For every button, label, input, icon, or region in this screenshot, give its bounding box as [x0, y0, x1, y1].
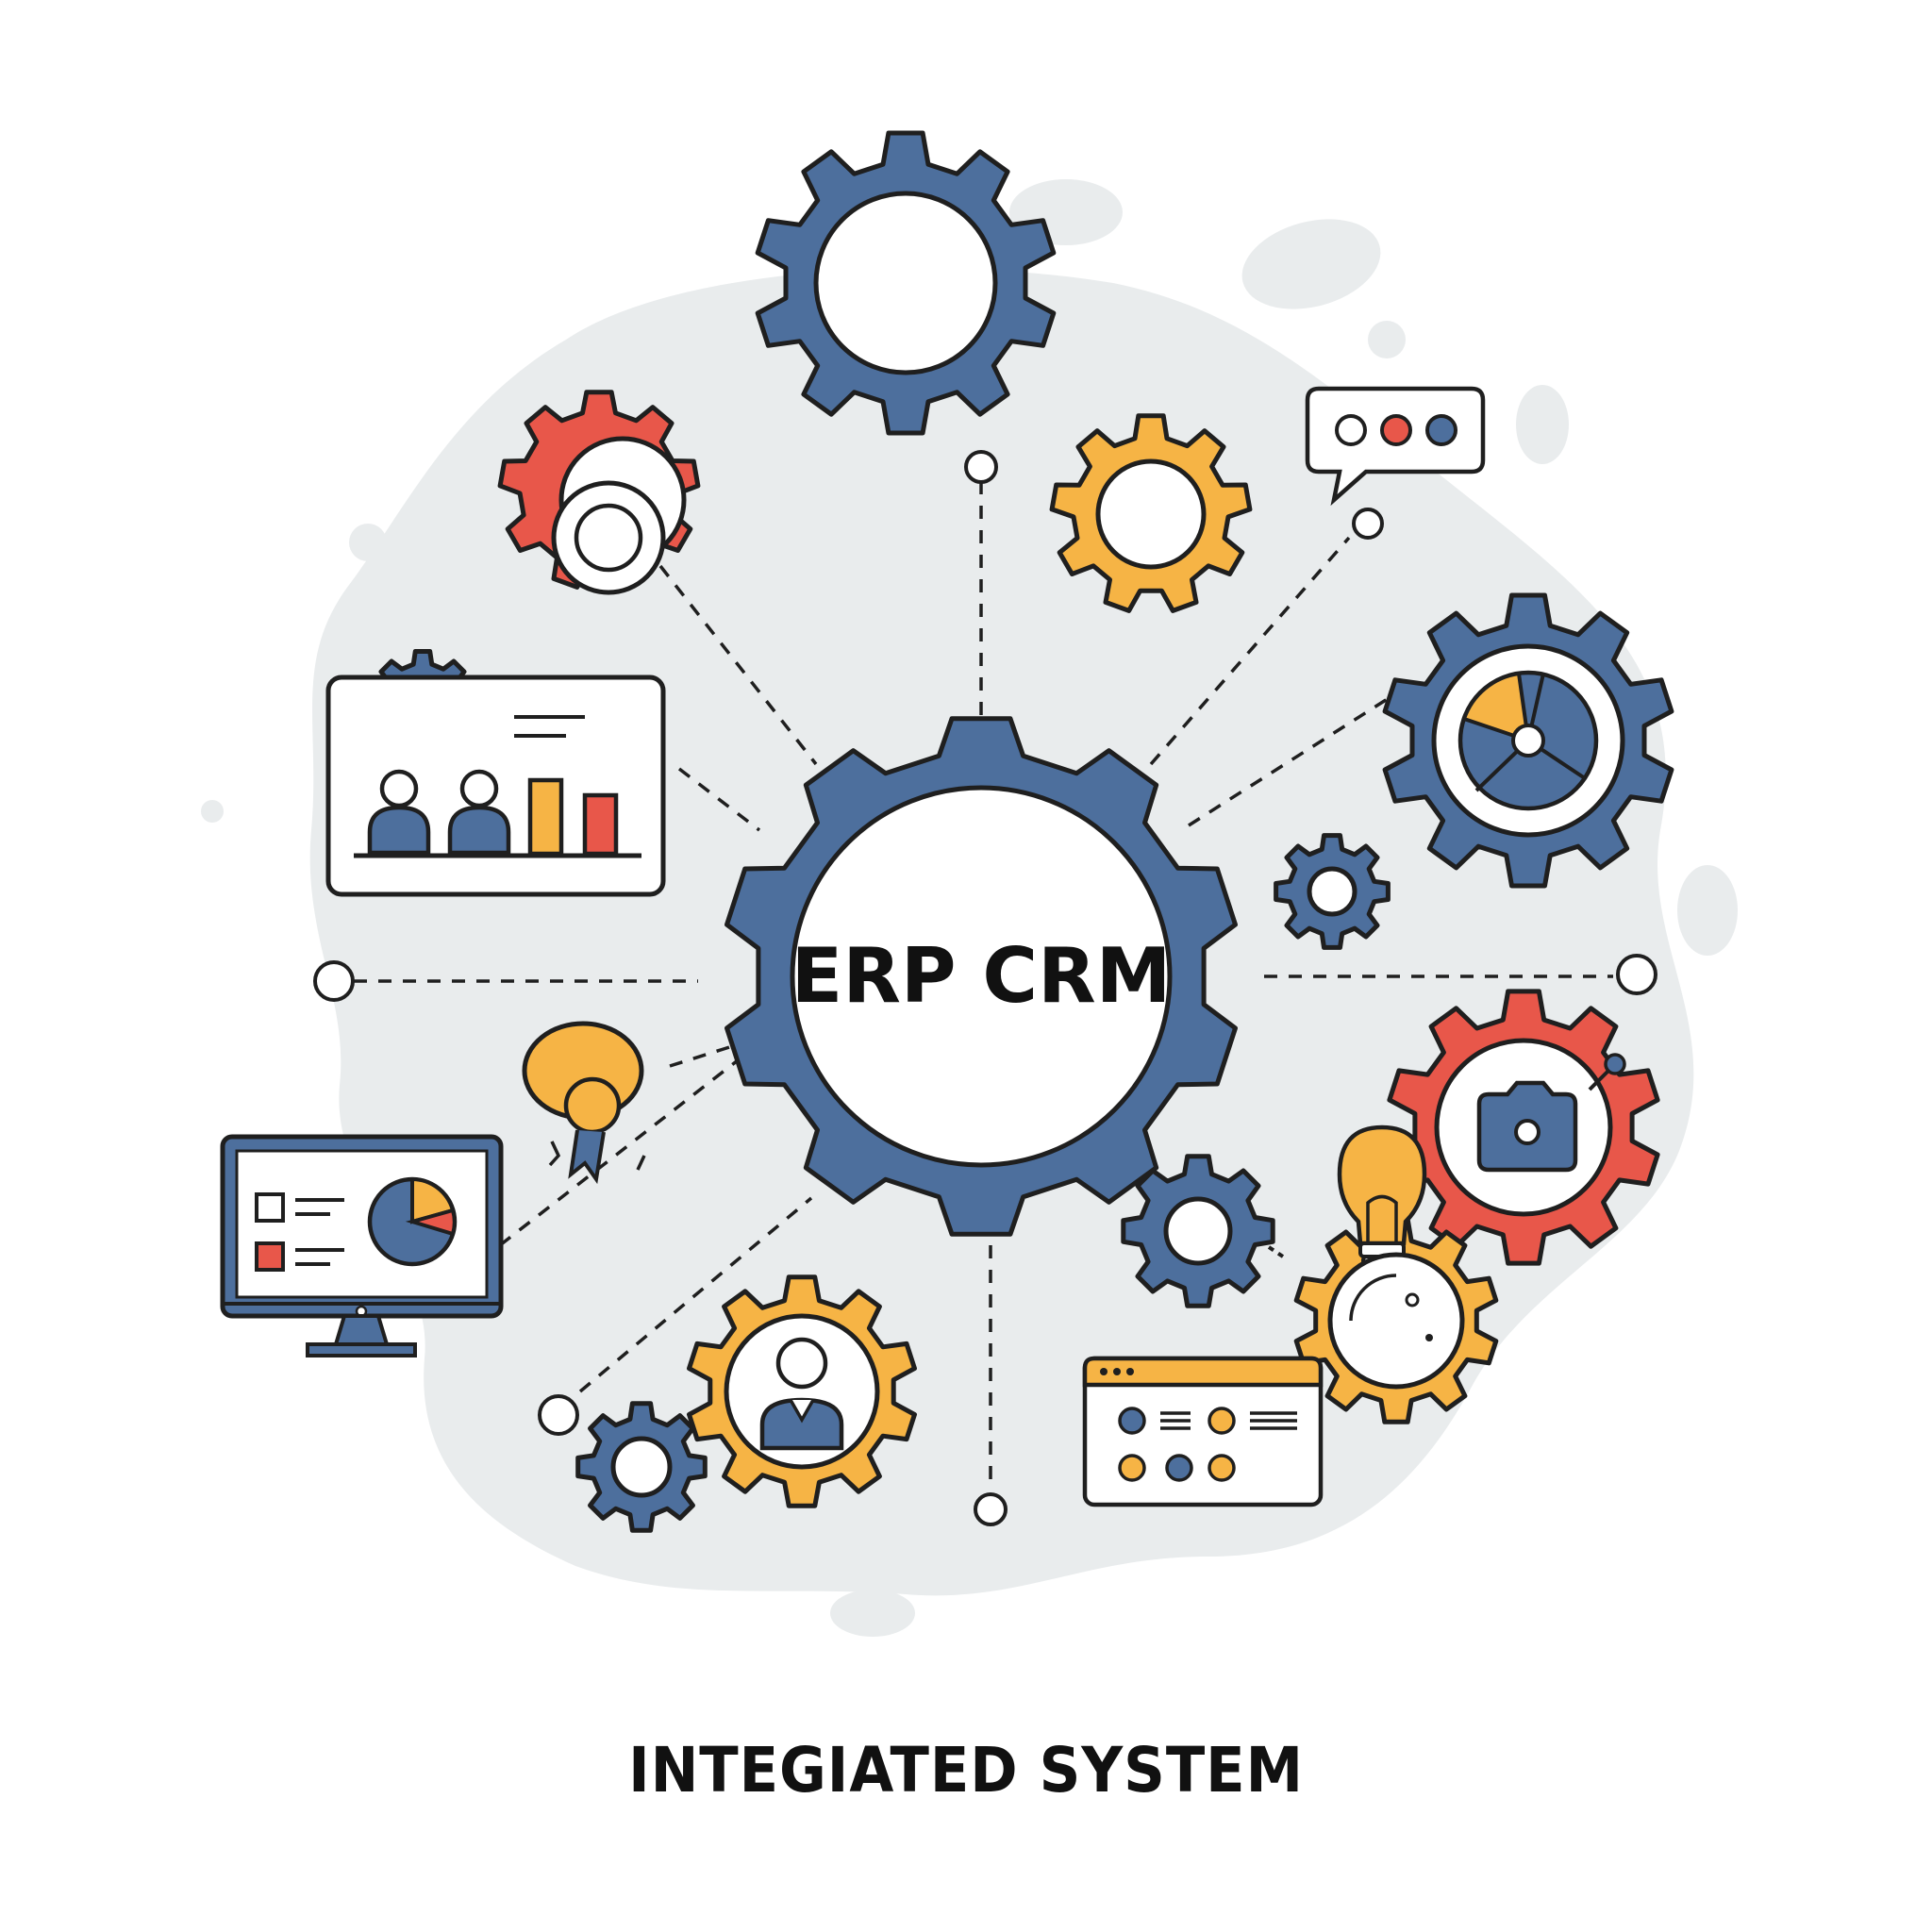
diagram-caption: INTEGIATED SYSTEM	[628, 1734, 1304, 1807]
connector-squiggle	[1267, 1245, 1285, 1258]
gear-icon	[1049, 413, 1253, 613]
camera-gear-icon	[1434, 1038, 1626, 1217]
connector-lines	[354, 481, 1613, 1486]
gear-icon	[1121, 1154, 1275, 1308]
team-report-icon	[325, 675, 666, 897]
speech-bubble-icon	[1305, 386, 1486, 507]
endpoint-node-top-right	[1352, 508, 1384, 540]
user-profile-icon	[724, 1313, 880, 1470]
award-badge-icon	[522, 1021, 646, 1185]
browser-window-icon	[1082, 1356, 1324, 1507]
endpoint-node-bottom-left	[538, 1394, 579, 1436]
gear-icon	[551, 436, 687, 595]
pie-chart-gear-icon	[1431, 643, 1625, 838]
endpoint-nodes	[313, 450, 1657, 1526]
endpoint-node-bottom	[974, 1492, 1008, 1526]
gear-icon	[1327, 1252, 1465, 1390]
gear-icon	[813, 191, 998, 375]
monitor-pie-chart-icon	[220, 1134, 504, 1357]
hub-label: ERP CRM	[791, 932, 1172, 1020]
endpoint-node-top	[964, 450, 998, 484]
gear-icon	[575, 1401, 708, 1533]
hub: ERP CRM	[790, 785, 1173, 1168]
gear-icon	[1274, 833, 1391, 950]
endpoint-node-right	[1616, 954, 1657, 995]
endpoint-node-left	[313, 960, 355, 1002]
